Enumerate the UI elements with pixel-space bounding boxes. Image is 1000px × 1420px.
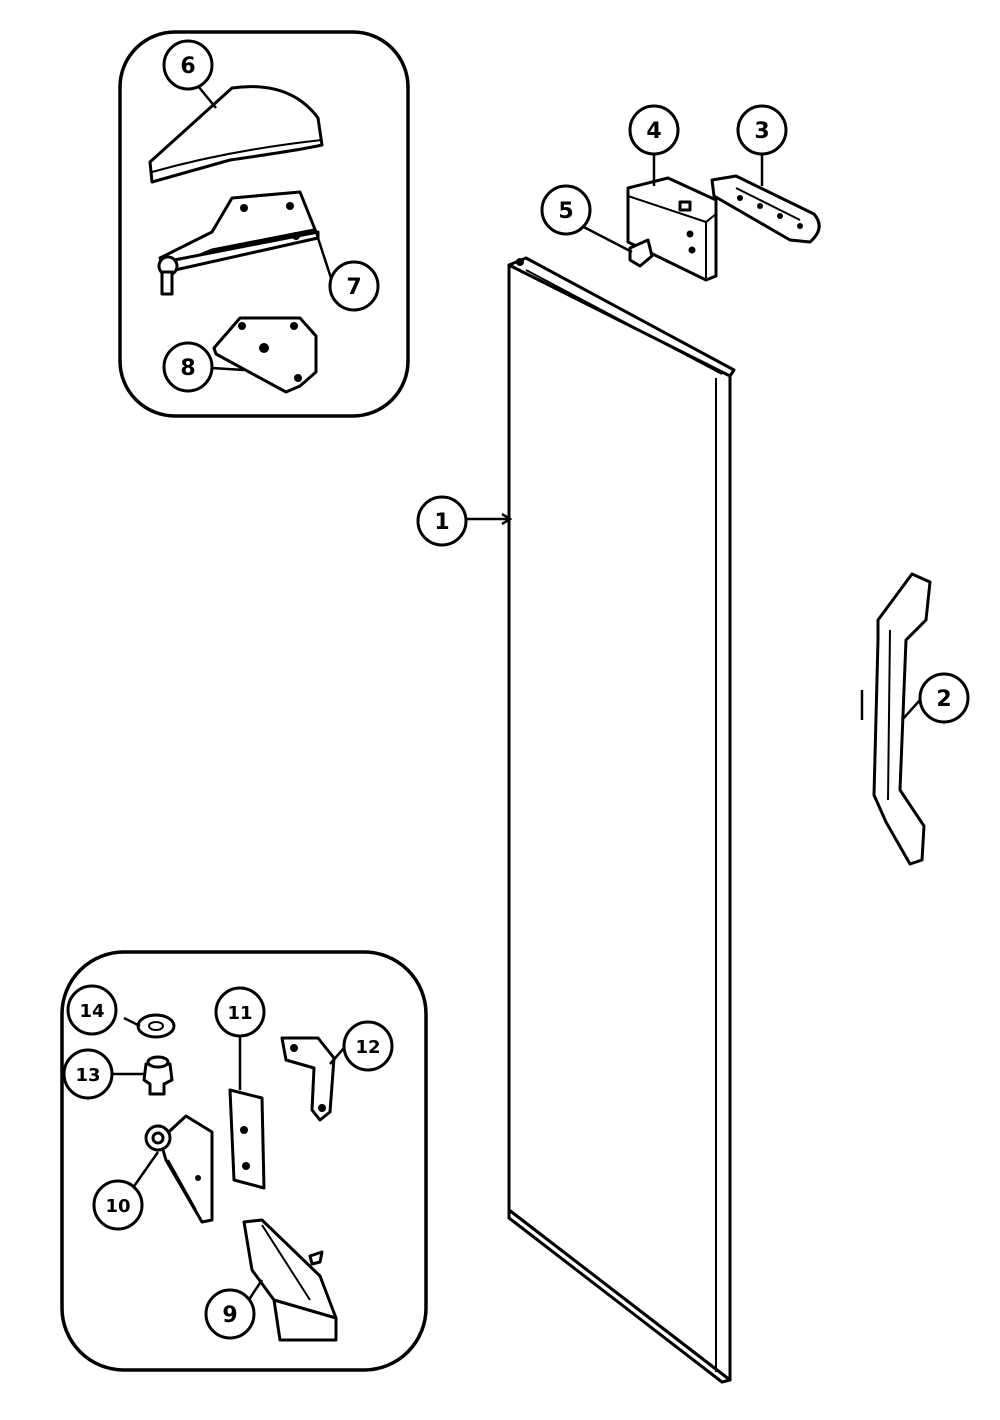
part-7-upper-hinge <box>157 190 320 296</box>
callout-8-label: 8 <box>180 356 195 381</box>
part-12-bracket <box>280 1036 336 1122</box>
part-11-hinge-plate <box>228 1088 266 1190</box>
callout-13-label: 13 <box>75 1065 100 1086</box>
callout-13: 13 <box>62 1048 114 1100</box>
callout-10-label: 10 <box>105 1196 130 1217</box>
part-9-hinge-cover <box>242 1218 338 1342</box>
callout-12: 12 <box>342 1020 394 1072</box>
part-10-lower-hinge <box>144 1114 214 1224</box>
callout-7: 7 <box>328 260 380 312</box>
part-4-stop-block <box>626 176 718 282</box>
callout-6-label: 6 <box>180 54 195 79</box>
part-3-latch <box>710 174 821 244</box>
callout-10: 10 <box>92 1179 144 1231</box>
callout-2: 2 <box>918 672 970 724</box>
callout-14-label: 14 <box>79 1001 104 1022</box>
leader-lines <box>112 85 921 1305</box>
callout-14: 14 <box>66 984 118 1036</box>
callout-3-label: 3 <box>754 119 769 144</box>
part-6-hinge-cover <box>148 85 324 184</box>
callout-8: 8 <box>162 341 214 393</box>
callout-6: 6 <box>162 39 214 91</box>
part-5-screw <box>628 238 654 268</box>
part-1-door-panel <box>507 256 736 1384</box>
callout-2-label: 2 <box>936 687 951 712</box>
callout-9-label: 9 <box>222 1303 237 1328</box>
callout-1-label: 1 <box>434 510 449 535</box>
callout-5-label: 5 <box>558 199 573 224</box>
callout-7-label: 7 <box>346 275 361 300</box>
callout-4-label: 4 <box>646 119 661 144</box>
callout-11: 11 <box>214 986 266 1038</box>
callout-9: 9 <box>204 1288 256 1340</box>
callout-4: 4 <box>628 104 680 156</box>
callout-11-label: 11 <box>227 1003 252 1024</box>
part-8-hinge-plate <box>212 316 318 394</box>
part-14-washer <box>136 1013 176 1039</box>
part-2-door-handle <box>860 572 932 866</box>
part-13-bushing <box>142 1055 174 1096</box>
callout-5: 5 <box>540 184 592 236</box>
callout-3: 3 <box>736 104 788 156</box>
callout-1: 1 <box>416 495 468 547</box>
callout-12-label: 12 <box>355 1037 380 1058</box>
